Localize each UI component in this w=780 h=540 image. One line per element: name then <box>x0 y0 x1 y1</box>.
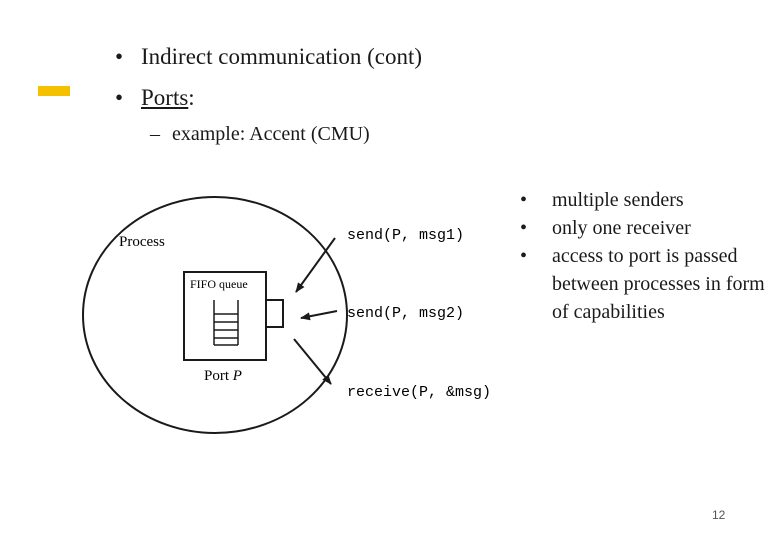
send-msg2-call: send(P, msg2) <box>347 305 464 322</box>
list-item: • only one receiver <box>520 214 770 242</box>
process-label: Process <box>119 234 165 250</box>
send-msg1-arrow <box>295 237 336 293</box>
list-item-text: multiple senders <box>552 189 684 211</box>
sub-bullet-example: –example: Accent (CMU) <box>150 122 370 146</box>
send-msg1-call: send(P, msg1) <box>347 227 464 244</box>
list-item-text: only one receiver <box>552 217 691 239</box>
accent-bar <box>38 86 70 96</box>
bullet-glyph: • <box>520 245 528 267</box>
bullet-glyph: • <box>115 44 124 69</box>
bullet-indirect-communication: • Indirect communication (cont) <box>115 44 422 70</box>
process-ellipse <box>82 196 348 434</box>
bullet-glyph: • <box>520 189 528 211</box>
bullet-glyph: • <box>115 85 124 110</box>
sub-bullet-text: example: Accent (CMU) <box>172 123 370 145</box>
ports-colon: : <box>188 85 195 110</box>
receive-call: receive(P, &msg) <box>347 384 491 401</box>
queue-slots <box>213 300 239 346</box>
list-item-text: access to port is passed between process… <box>552 245 765 323</box>
page-number: 12 <box>712 508 726 522</box>
bullet-text: Indirect communication (cont) <box>141 44 423 69</box>
port-tab <box>265 299 284 328</box>
dash-glyph: – <box>150 123 160 145</box>
ports-link[interactable]: Ports <box>141 85 189 110</box>
bullet-ports: • Ports: <box>115 85 195 111</box>
bullet-glyph: • <box>520 217 528 239</box>
send-msg2-arrow <box>300 310 338 321</box>
list-item: • multiple senders <box>520 186 770 214</box>
port-properties-list: • multiple senders • only one receiver •… <box>520 186 770 326</box>
list-item: • access to port is passed between proce… <box>520 242 770 326</box>
receive-arrow <box>293 338 332 385</box>
fifo-queue-label: FIFO queue <box>190 277 248 291</box>
port-label: Port P <box>204 368 242 384</box>
